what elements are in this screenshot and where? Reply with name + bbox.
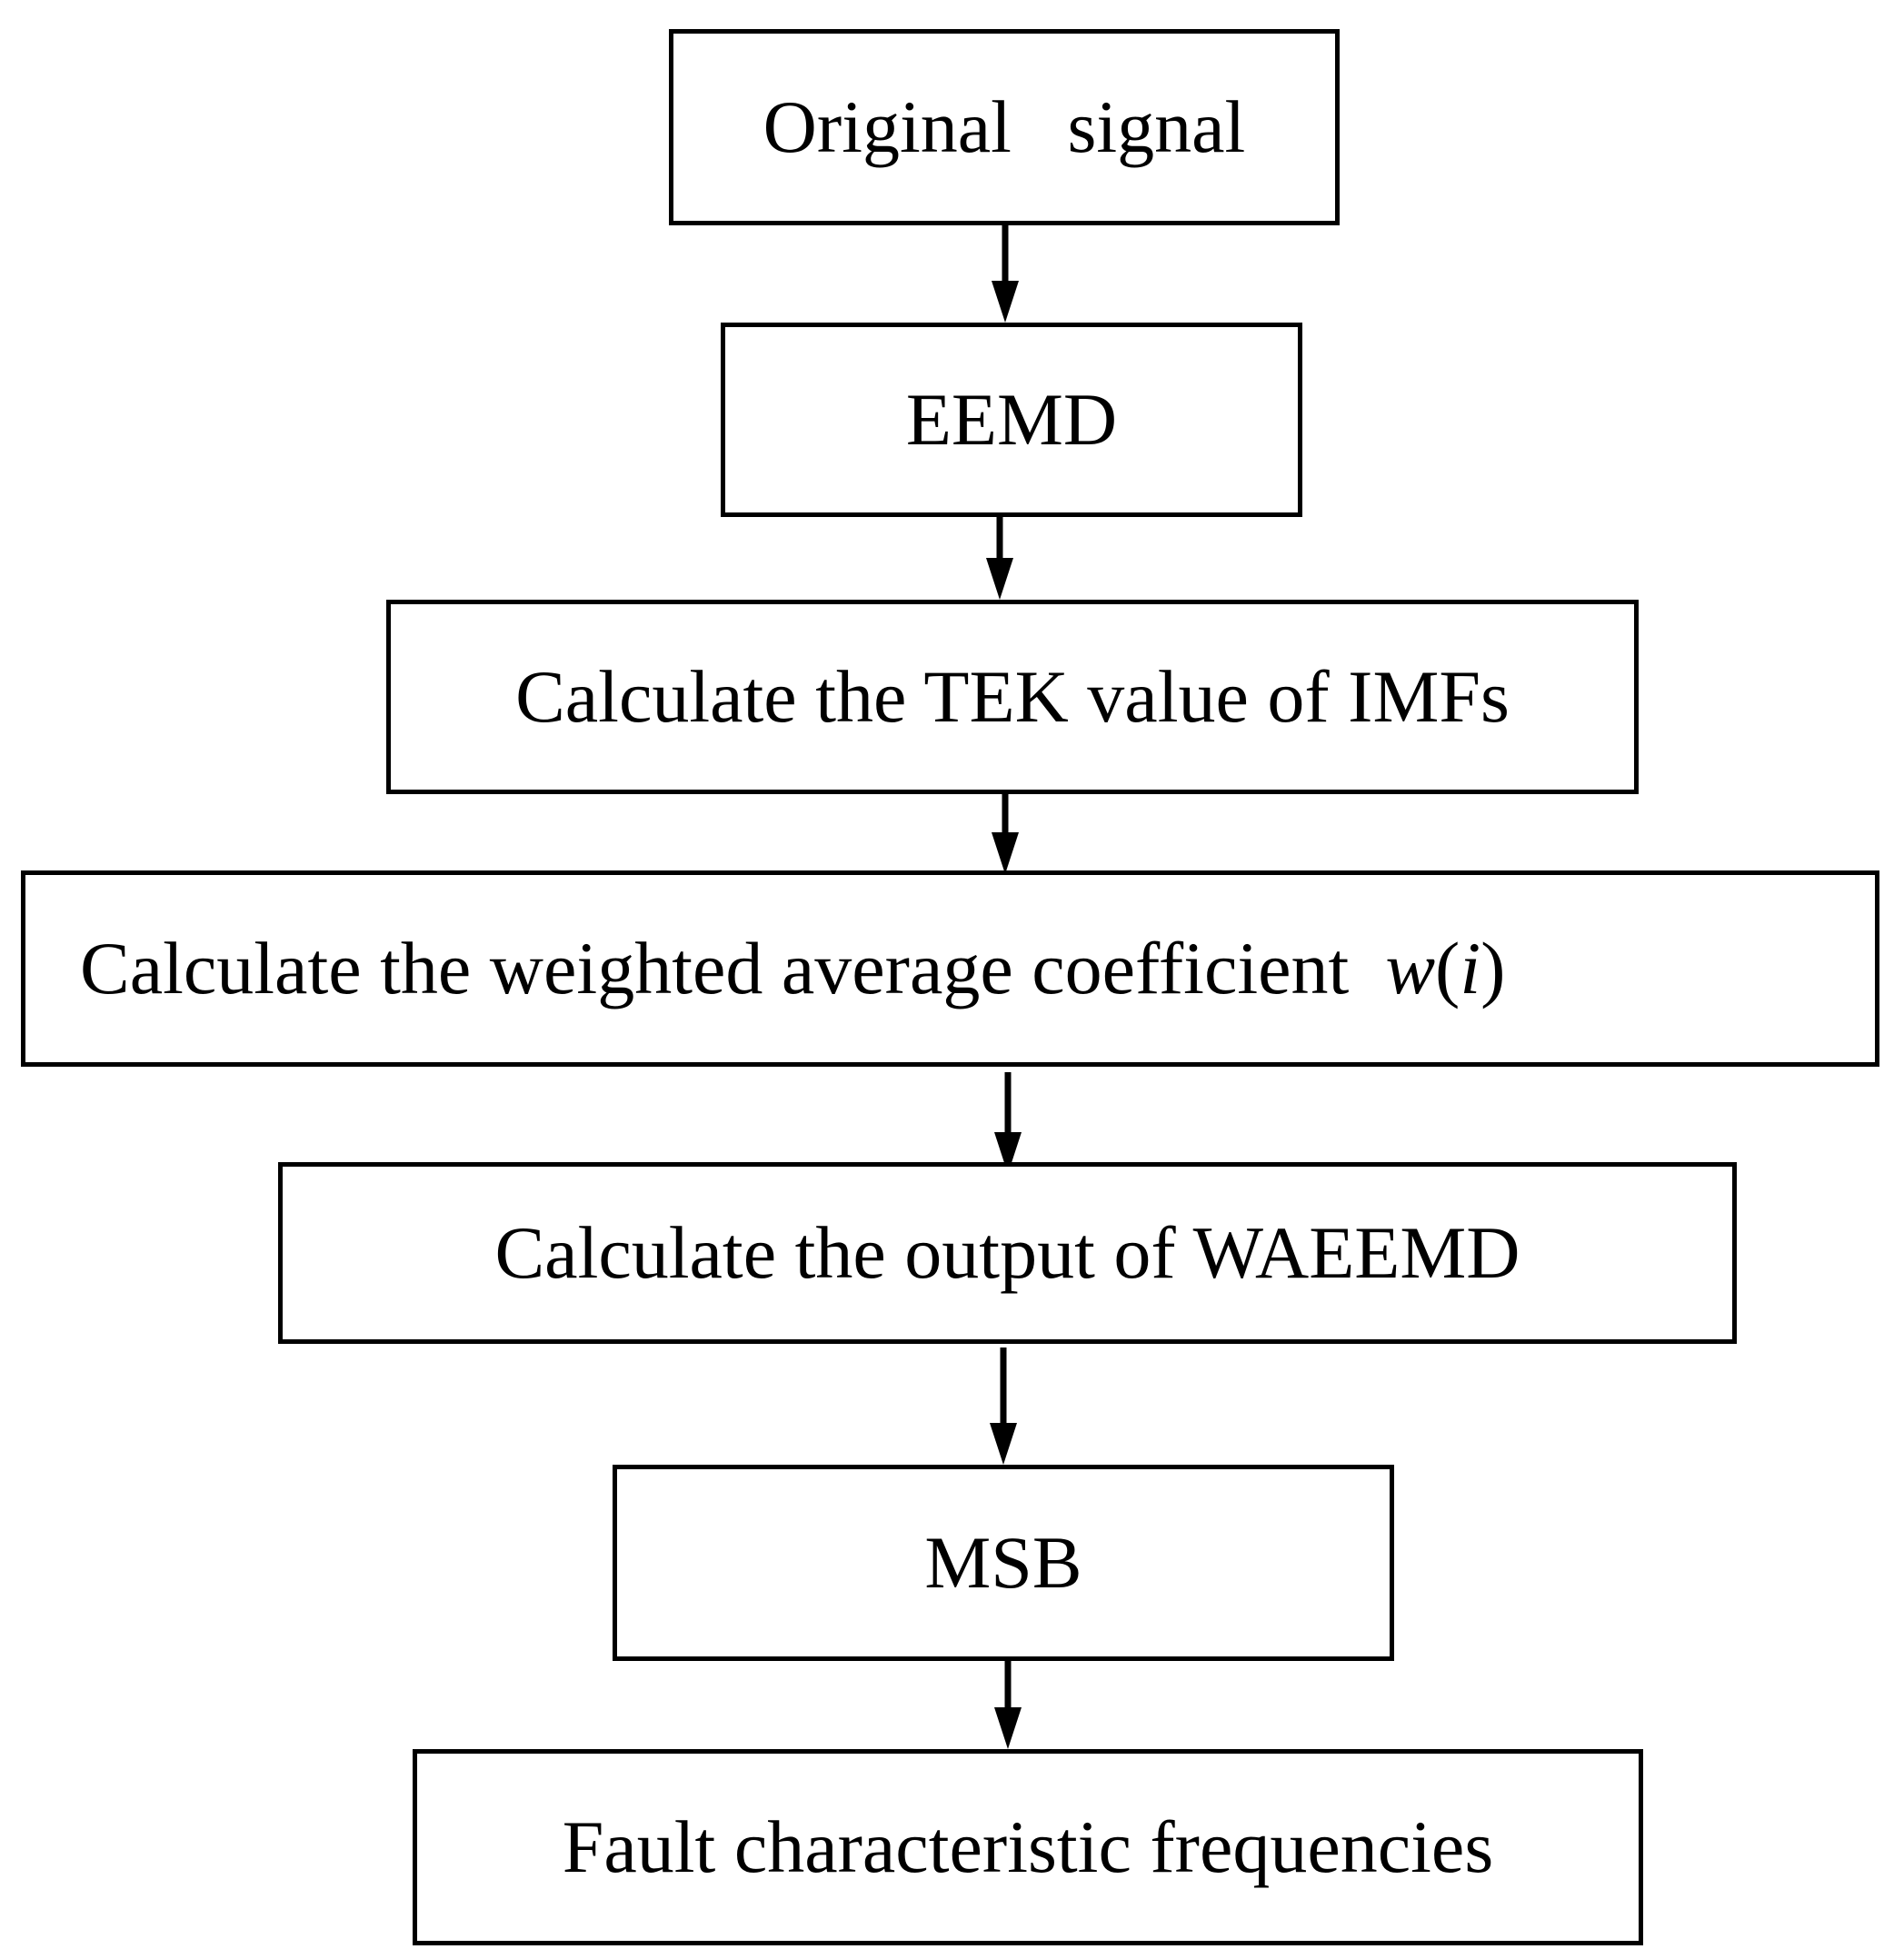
flow-arrow-head xyxy=(994,1132,1022,1174)
close-paren: ) xyxy=(1480,927,1506,1009)
step-tek-label: Calculate the TEK value of IMFs xyxy=(515,655,1510,738)
step-weighted-coefficient: Calculate the weighted average coefficie… xyxy=(21,870,1879,1067)
step-waeemd-output: Calculate the output of WAEEMD xyxy=(278,1162,1737,1344)
step-weighted-label: Calculate the weighted average coefficie… xyxy=(80,927,1350,1009)
flow-arrow-6 xyxy=(994,1661,1022,1749)
step-eemd-label: EEMD xyxy=(905,378,1118,461)
flow-arrow-3 xyxy=(992,794,1019,874)
flow-arrow-4 xyxy=(994,1072,1022,1174)
flow-arrow-head xyxy=(992,281,1019,323)
flow-arrow-5 xyxy=(990,1347,1017,1465)
step-fault-frequencies: Fault characteristic frequencies xyxy=(413,1749,1643,1945)
step-waeemd-label: Calculate the output of WAEEMD xyxy=(494,1211,1520,1294)
flow-arrow-1 xyxy=(992,225,1019,323)
step-original-signal-label: Original signal xyxy=(763,85,1246,168)
weight-function-symbol: w(i) xyxy=(1385,931,1505,1006)
weight-function-arg: i xyxy=(1460,927,1481,1009)
flow-arrow-head xyxy=(990,1423,1017,1465)
step-eemd: EEMD xyxy=(721,323,1302,517)
step-tek: Calculate the TEK value of IMFs xyxy=(386,600,1639,794)
step-msb: MSB xyxy=(613,1465,1394,1661)
open-paren: ( xyxy=(1435,927,1460,1009)
flow-arrow-2 xyxy=(986,517,1013,600)
step-original-signal: Original signal xyxy=(669,29,1340,225)
weight-function-name: w xyxy=(1385,927,1436,1009)
step-fault-label: Fault characteristic frequencies xyxy=(562,1805,1494,1888)
flow-arrow-head xyxy=(994,1707,1022,1749)
flow-arrow-head xyxy=(992,832,1019,874)
flow-arrow-head xyxy=(986,558,1013,600)
step-msb-label: MSB xyxy=(924,1521,1082,1604)
